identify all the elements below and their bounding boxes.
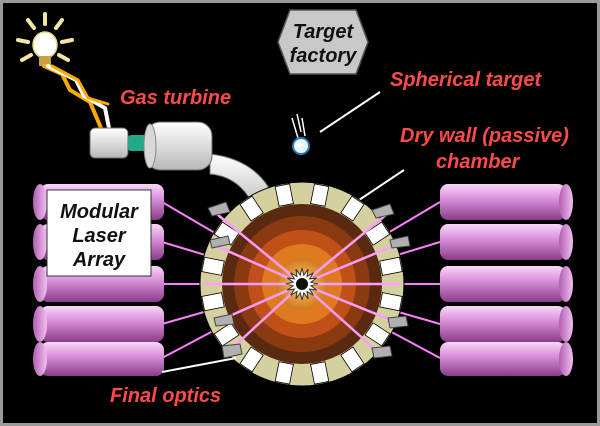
lightbulb-icon [16,12,74,66]
spherical-target-pointer [319,91,381,133]
dry-wall-label-line2: chamber [436,151,521,173]
reaction-chamber [199,181,405,387]
power-wires [42,64,111,130]
modular-laser-label-line2: Laser [72,225,127,247]
chamber-port [274,361,294,385]
target-factory-label-line2: factory [290,45,358,67]
spherical-target-icon [291,113,310,155]
generator [89,127,129,159]
chamber-port [213,322,240,347]
laser-module [440,184,573,220]
final-optics [207,201,411,359]
laser-module [440,342,573,376]
laser-module [440,306,573,342]
final-optics-label: Final optics [110,385,221,407]
laser-module [33,306,164,342]
laser-module [440,224,573,260]
dry-wall-label-line1: Dry wall (passive) [400,125,569,147]
chamber-port [274,183,294,207]
laser-array-right [440,184,573,376]
chamber-port [379,256,403,276]
chamber-port [340,195,365,222]
chamber-port [201,256,225,276]
dry-wall-pointer [355,169,405,203]
modular-laser-label-line3: Array [72,249,126,271]
gas-turbine-label: Gas turbine [120,87,231,109]
chamber-ports [201,183,403,385]
inner-laser-beams [204,209,400,353]
modular-laser-array-box: Modular Laser Array [46,189,152,277]
chamber-port [239,195,264,222]
chamber-port [364,322,391,347]
target-factory-box [277,9,369,75]
modular-laser-label-line1: Modular [60,201,139,223]
laser-module [33,342,164,376]
final-optics-pointer [161,357,237,373]
chamber-port [310,361,330,385]
chamber-port [379,292,403,312]
target-core [296,278,308,290]
chamber-port [310,183,330,207]
chamber-port [201,292,225,312]
target-factory: Target factory [277,9,369,75]
chamber-port [364,221,391,246]
chamber-port [340,346,365,373]
laser-module [440,266,573,302]
target-factory-label-line1: Target [293,21,355,43]
chamber-port [239,346,264,373]
spherical-target-label: Spherical target [390,69,543,91]
